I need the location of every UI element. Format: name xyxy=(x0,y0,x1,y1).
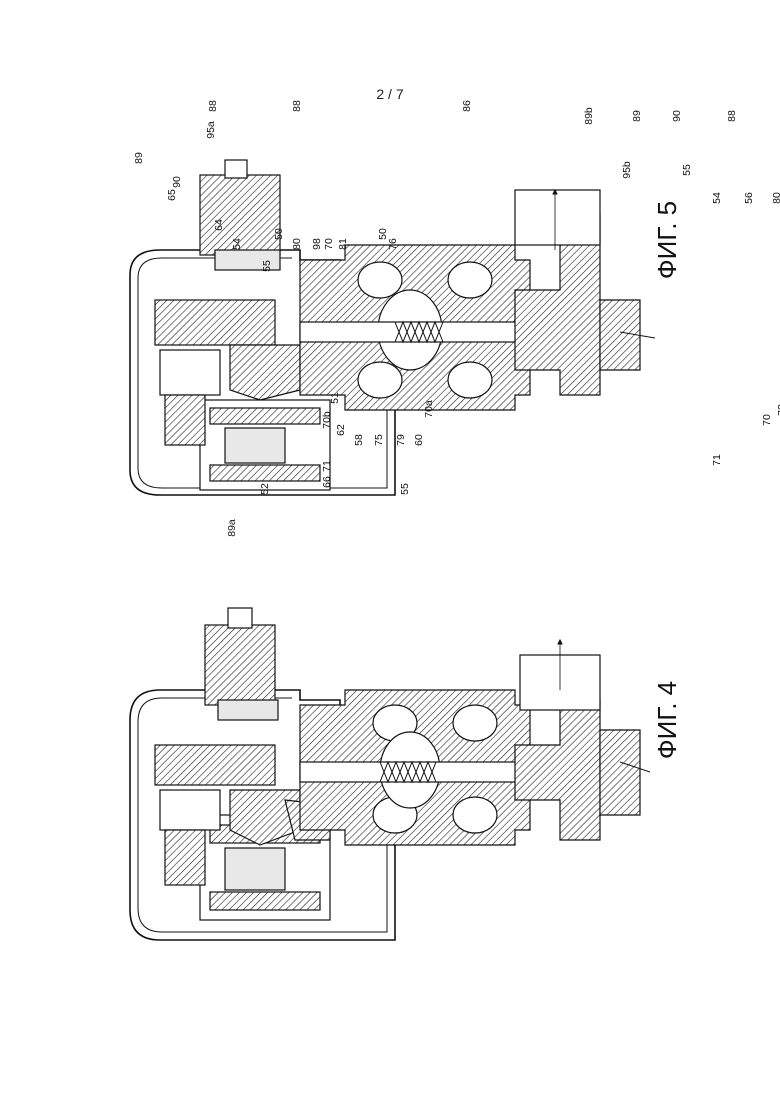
reference-numeral: 80 xyxy=(291,238,303,250)
reference-numeral: 51 xyxy=(329,392,341,404)
reference-numeral: 89 xyxy=(133,152,145,164)
reference-numeral: 65 xyxy=(166,189,178,201)
reference-numeral: 70a xyxy=(423,400,435,418)
reference-numeral: 64 xyxy=(213,219,225,231)
reference-numeral: 70 xyxy=(323,238,335,250)
reference-numeral: 95a xyxy=(205,121,217,139)
reference-numeral: 62 xyxy=(335,424,347,436)
reference-numeral: 71 xyxy=(711,454,723,466)
reference-numeral: 55 xyxy=(261,260,273,272)
reference-numeral: 90 xyxy=(671,110,683,122)
reference-numeral: 98 xyxy=(311,238,323,250)
reference-numeral: 50 xyxy=(273,228,285,240)
reference-numeral: 70 xyxy=(761,414,773,426)
reference-numeral: 71 xyxy=(321,460,333,472)
reference-numeral: 50 xyxy=(377,228,389,240)
reference-numeral: 54 xyxy=(711,192,723,204)
figure-5 xyxy=(130,160,655,495)
reference-numeral: 88 xyxy=(291,100,303,112)
reference-numeral: 89a xyxy=(226,519,238,537)
reference-numeral: 70b xyxy=(321,411,333,429)
reference-numeral: 79 xyxy=(395,434,407,446)
reference-numeral: 81 xyxy=(337,238,349,250)
reference-numeral: 88 xyxy=(726,110,738,122)
reference-numeral: 76 xyxy=(387,238,399,250)
reference-numeral: 66 xyxy=(321,476,333,488)
reference-numeral: 86 xyxy=(461,100,473,112)
reference-numeral: 95b xyxy=(621,161,633,179)
figure-4-title: ФИГ. 4 xyxy=(652,681,682,759)
reference-numeral: 52 xyxy=(259,483,271,495)
reference-numeral: 90 xyxy=(171,176,183,188)
figure-5-title: ФИГ. 5 xyxy=(652,201,682,279)
reference-numeral: 54 xyxy=(231,238,243,250)
reference-numeral: 89b xyxy=(583,107,595,125)
reference-numeral: 58 xyxy=(353,434,365,446)
reference-numeral: 75 xyxy=(373,434,385,446)
reference-numeral: 55 xyxy=(399,483,411,495)
reference-numeral: 88 xyxy=(207,100,219,112)
reference-numeral: 60 xyxy=(413,434,425,446)
connector-block xyxy=(205,625,275,705)
reference-numeral: 80 xyxy=(771,192,780,204)
figure-4 xyxy=(130,608,650,940)
reference-numeral: 72 xyxy=(776,404,780,416)
reference-numeral: 55 xyxy=(681,164,693,176)
reference-numeral: 89 xyxy=(631,110,643,122)
figure-4-labels: 858688908989b95b555456805079755859656452… xyxy=(583,100,780,491)
reference-numeral: 56 xyxy=(743,192,755,204)
